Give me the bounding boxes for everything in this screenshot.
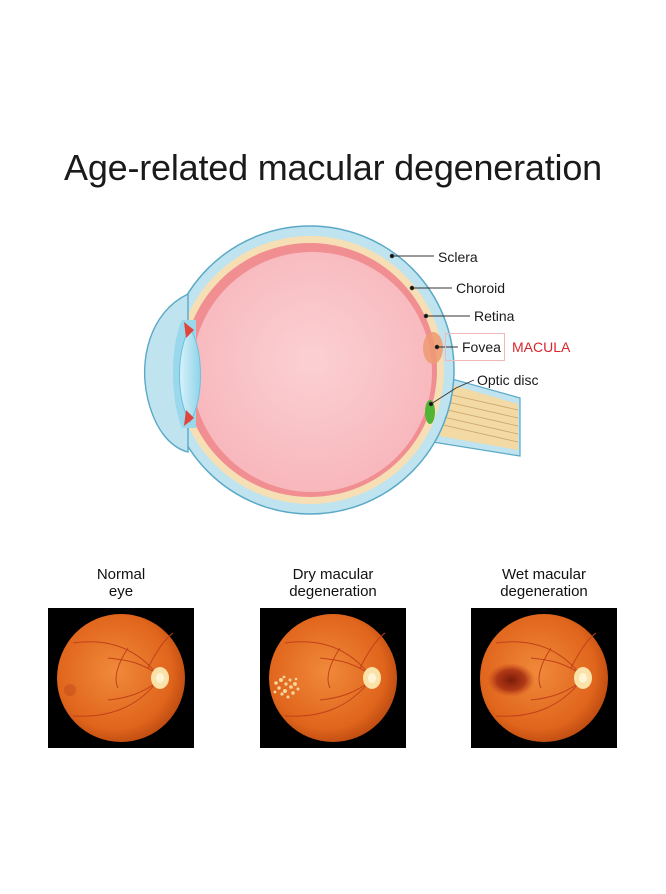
fovea-label: Fovea: [462, 339, 501, 355]
panel-title-line: Dry macular: [292, 566, 374, 583]
panel-wet-amd: Wet macular degeneration: [471, 566, 617, 748]
eye-anatomy-diagram: [143, 225, 521, 515]
vitreous-body: [192, 252, 432, 492]
optic-disc-spot: [425, 400, 435, 424]
panel-title: Wet macular degeneration: [471, 566, 617, 602]
panel-dry-amd: Dry macular degeneration: [260, 566, 406, 748]
cornea-lens: [143, 292, 201, 453]
retina-label: Retina: [474, 308, 515, 324]
fovea-spot: [423, 332, 443, 364]
panel-title-line: degeneration: [500, 583, 588, 600]
panel-title-line: degeneration: [289, 583, 377, 600]
hemorrhage-spot: [487, 663, 535, 697]
sclera-label: Sclera: [438, 249, 478, 265]
panel-title-line: Normal: [96, 566, 146, 583]
panel-title: Normal eye: [48, 566, 194, 602]
panel-title-line: Wet macular: [502, 566, 586, 583]
fundus-image-wet: [471, 608, 617, 748]
macula-box: [445, 333, 505, 361]
panel-normal-eye: Normal eye: [48, 566, 194, 748]
page-title: Age-related macular degeneration: [64, 147, 602, 188]
optic-disc-label: Optic disc: [477, 372, 539, 388]
fundus-image-normal: [48, 608, 194, 748]
panel-title: Dry macular degeneration: [260, 566, 406, 602]
drusen-deposits: [273, 675, 300, 699]
macula-label: MACULA: [512, 339, 571, 355]
eye-cross-section: Sclera Choroid Retina Fovea MACULA Optic…: [143, 225, 571, 515]
choroid-label: Choroid: [456, 280, 506, 296]
panel-title-line: eye: [108, 583, 134, 600]
fundus-image-dry: [260, 608, 406, 748]
